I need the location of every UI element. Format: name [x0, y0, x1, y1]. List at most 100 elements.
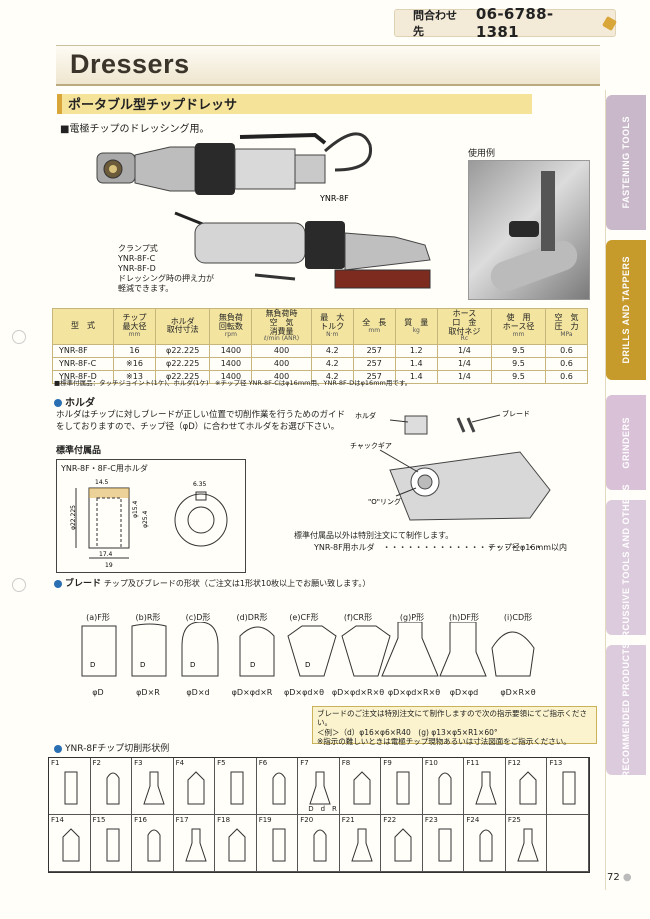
- chip-shape-cell: F8: [339, 758, 382, 815]
- svg-text:D: D: [90, 661, 95, 669]
- chip-shape-cell: F23: [422, 815, 465, 872]
- chip-shape-drawing: [475, 771, 498, 805]
- label-ynr-8f: YNR-8F: [319, 194, 349, 203]
- svg-text:φ15.4: φ15.4: [132, 501, 139, 519]
- svg-text:D: D: [140, 661, 145, 669]
- holder-text: ホルダはチップに対しブレードが正しい位置で切削作業を行うためのガイド をしており…: [56, 410, 346, 433]
- side-tab-grinders[interactable]: GRINDERS: [606, 395, 646, 490]
- chip-shape-drawing: [228, 828, 246, 862]
- side-tab-percussive[interactable]: PERCUSSIVE TOOLS AND OTHERS: [606, 484, 646, 651]
- blade-dim-c: φD×d: [186, 688, 210, 697]
- chip-shape-label: F5: [217, 759, 226, 767]
- chip-shape-label: F6: [258, 759, 268, 767]
- blade-shape-g: (g)P形: [399, 613, 425, 622]
- blade-dim-e: φD×φd×θ: [283, 688, 325, 697]
- svg-text:19: 19: [105, 562, 113, 569]
- blade-shape-c: (c)D形: [185, 613, 211, 622]
- blade-dim-h: φD×φd: [449, 688, 479, 697]
- table-note: ■標準付属品：タッチジョイント(1ケ)、ホルダ(1ケ) ※チップ径 YNR-8F…: [54, 379, 412, 387]
- phone-number[interactable]: 06-6788-1381: [475, 5, 554, 41]
- special-holder-text: YNR-8F用ホルダ ・・・・・・・・・・・・・・・・・・・・: [314, 543, 543, 552]
- svg-text:6.35: 6.35: [193, 481, 207, 488]
- chip-shape-drawing: [62, 828, 80, 862]
- section-header: ポータブル型チップドレッサ: [57, 94, 532, 114]
- blade-shape-h: (h)DF形: [448, 613, 480, 622]
- chip-shape-drawing: [147, 829, 161, 862]
- side-tab-recommended[interactable]: RECOMMENDED PRODUCTS: [606, 642, 646, 778]
- blade-dim-i: φD×R×θ: [500, 688, 536, 697]
- bullet-icon: [54, 579, 62, 588]
- chip-shape-cell: F3: [132, 758, 174, 815]
- chip-shape-label: F2: [92, 759, 102, 767]
- svg-text:φ25.4: φ25.4: [142, 511, 149, 529]
- chip-shape-label: F20: [300, 816, 314, 824]
- chip-shape-label: F11: [466, 759, 480, 767]
- svg-text:D: D: [190, 661, 195, 669]
- chip-shape-cell: F18: [215, 815, 257, 872]
- chip-shape-label: F4: [175, 759, 185, 767]
- holder-drawing: 14.5 φ22.225 φ15.4 φ25.4 17.4 19 6.35: [70, 479, 228, 569]
- chip-shape-label: F9: [383, 759, 392, 767]
- side-tab-drills[interactable]: DRILLS AND TAPPERS: [606, 240, 646, 380]
- usage-label: 使用例: [468, 149, 496, 159]
- side-frame: [605, 90, 646, 890]
- chip-shape-cell: F6: [256, 758, 299, 815]
- chip-shape-label: F16: [134, 816, 147, 824]
- svg-text:14.5: 14.5: [95, 479, 109, 486]
- chip-shape-drawing: [351, 828, 373, 862]
- chip-shape-cell: F2: [90, 758, 133, 815]
- chip-shape-label: F23: [424, 816, 438, 824]
- chip-shape-cell: F1: [49, 758, 91, 815]
- tool-illustration: YNR-8F: [96, 132, 431, 289]
- svg-text:"O"リング: "O"リング: [368, 497, 401, 506]
- chip-shape-drawing: [313, 829, 327, 862]
- blade-shape-d: (d)DR形: [236, 613, 268, 622]
- chip-shape-label: F21: [341, 816, 355, 824]
- chip-shape-cell: F4: [173, 758, 216, 815]
- svg-text:φ22.225: φ22.225: [70, 505, 77, 530]
- blade-dim-f: φD×φd×R×θ: [331, 688, 385, 697]
- chip-shape-label: F17: [175, 816, 189, 824]
- chip-shape-cell: F22: [381, 815, 423, 872]
- chip-shape-cell: F17: [173, 815, 216, 872]
- chip-shape-label: F19: [258, 816, 272, 824]
- cube-icon: [602, 15, 618, 31]
- chip-shape-label: F15: [92, 816, 106, 824]
- col-model: 型 式: [52, 308, 114, 345]
- chip-shape-cell: F5: [215, 758, 257, 815]
- svg-text:チャックギア: チャックギア: [350, 442, 392, 450]
- chip-shape-drawing: [184, 828, 207, 862]
- blade-dim-d: φD×φd×R: [231, 688, 273, 697]
- chip-shape-label: F13: [549, 759, 563, 767]
- chip-shape-drawing: [438, 772, 452, 805]
- chip-shape-cell: F9: [381, 758, 423, 815]
- bullet-icon: [54, 744, 62, 753]
- order-notice: ブレードのご注文は特別注文にて制作しますので次の指示要領にてご指示ください。 ＜…: [312, 706, 597, 746]
- section-subtitle: ■電極チップのドレッシング用。: [60, 124, 210, 135]
- chip-shape-label: F25: [507, 816, 521, 824]
- chip-shape-cell: F7: [298, 758, 340, 815]
- blade-shape-f: (f)CR形: [343, 613, 373, 622]
- page-title: Dressers: [70, 49, 190, 79]
- side-tab-fastening[interactable]: FASTENING TOOLS: [606, 95, 646, 230]
- chip-shape-drawing: [562, 771, 576, 805]
- title-bar: Dressers: [56, 45, 600, 86]
- shapes-heading: YNR-8Fチップ切削形状例: [54, 741, 169, 754]
- holder-box: YNR-8F・8F-C用ホルダ 14.5 φ22.225 φ15.4 φ25.4…: [56, 459, 246, 573]
- chip-shape-cell: [547, 815, 589, 872]
- chip-shape-label: F10: [424, 759, 438, 767]
- chip-shape-drawing: [272, 772, 286, 805]
- chip-shape-cell: F11: [464, 758, 506, 815]
- chip-shape-cell: F13: [547, 758, 589, 815]
